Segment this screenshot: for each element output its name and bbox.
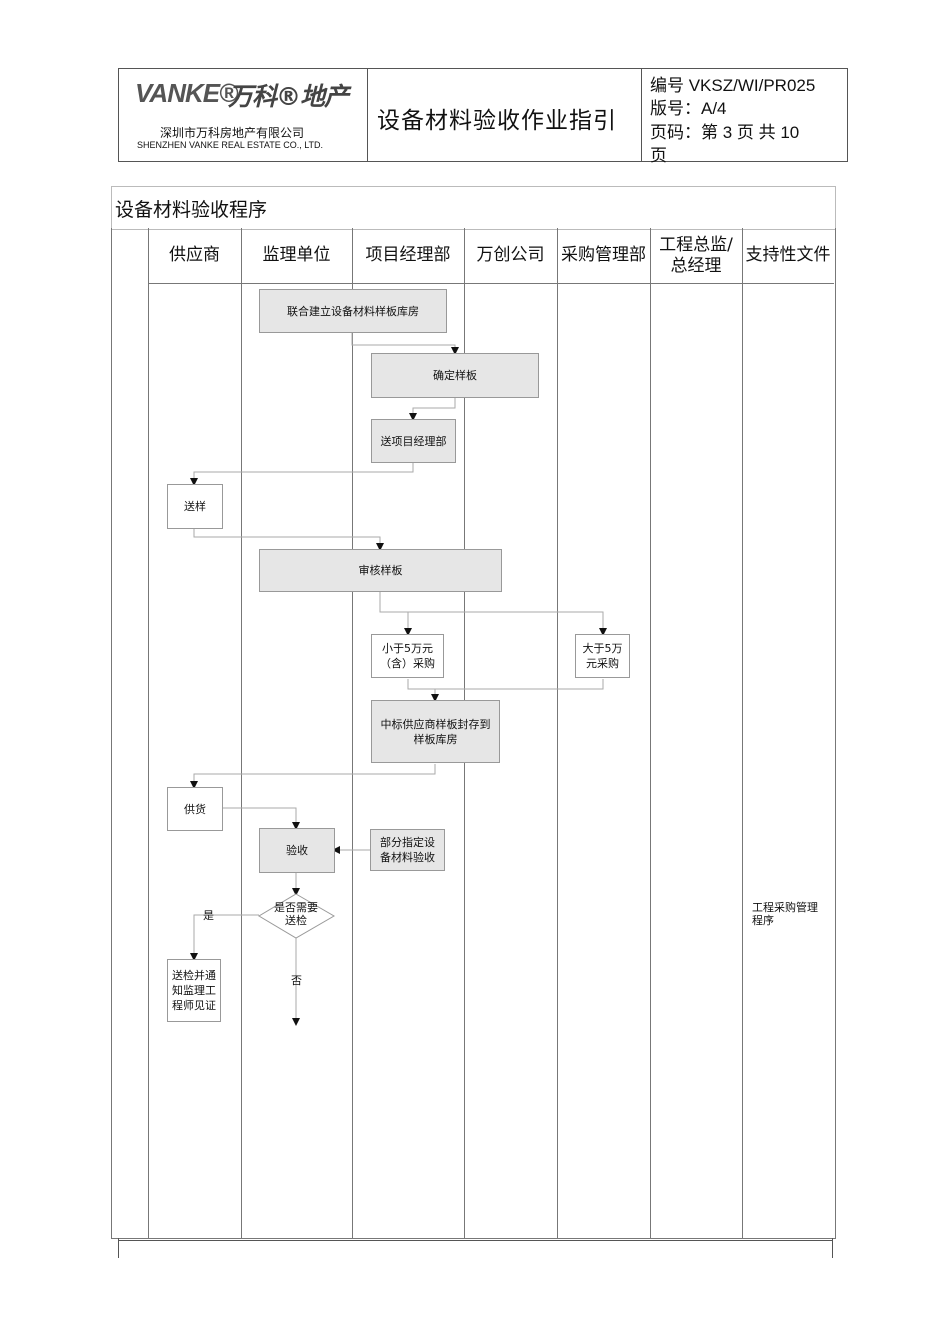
step-purchase-under-50k: 小于5万元（含）采购 — [371, 634, 444, 678]
connector-arrow — [409, 397, 456, 421]
lane-divider — [742, 228, 743, 1238]
section-title: 设备材料验收程序 — [115, 199, 268, 221]
step-acceptance: 验收 — [259, 828, 335, 873]
decision-no-label: 否 — [291, 974, 302, 987]
footer-edge — [832, 1238, 833, 1258]
logo-vanke: VANKE® — [135, 78, 238, 108]
section-title-bar: 设备材料验收程序 — [111, 186, 836, 230]
step-seal-sample: 中标供应商样板封存到样板库房 — [371, 700, 500, 763]
footer-edge — [118, 1238, 119, 1258]
document-title: 设备材料验收作业指引 — [377, 108, 617, 134]
lane-header-director: 工程总监/总经理 — [659, 234, 733, 276]
lane-divider — [148, 228, 149, 1238]
connector-arrow — [435, 679, 604, 690]
lane-header-supervisor: 监理单位 — [262, 245, 331, 265]
step-confirm-sample: 确定样板 — [371, 353, 539, 398]
step-send-inspection: 送检并通知监理工程师见证 — [167, 959, 221, 1022]
step-designated-acceptance: 部分指定设备材料验收 — [370, 829, 445, 871]
swimlane-frame — [111, 228, 836, 1239]
doc-version: 版号：A/4 — [650, 99, 727, 118]
decision-yes-label: 是 — [203, 909, 214, 922]
lane-divider — [557, 228, 558, 1238]
lane-header-project-dept: 项目经理部 — [365, 245, 451, 265]
doc-page-suffix: 页 — [650, 146, 667, 165]
connector-arrow — [190, 462, 414, 486]
company-name-cn: 深圳市万科房地产有限公司 — [160, 126, 305, 140]
doc-code: 编号 VKSZ/WI/PR025 — [650, 76, 816, 95]
lane-header-procurement: 采购管理部 — [561, 245, 646, 265]
connector-arrow — [190, 914, 259, 961]
lane-divider — [352, 228, 353, 1238]
connector-arrow — [222, 807, 300, 830]
step-review-sample: 审核样板 — [259, 549, 502, 592]
lane-divider — [241, 228, 242, 1238]
step-build-sample-room: 联合建立设备材料样板库房 — [259, 289, 447, 333]
step-purchase-over-50k: 大于5万元采购 — [575, 634, 630, 678]
step-supply: 供货 — [167, 787, 223, 831]
header-divider — [641, 68, 642, 161]
connector-arrow — [351, 332, 459, 355]
decision-need-inspection: 是否需要送检 — [274, 901, 318, 927]
step-send-sample: 送样 — [167, 484, 223, 529]
lane-header-rule — [148, 283, 834, 284]
connector-arrow — [407, 679, 439, 702]
lane-header-wanchuang: 万创公司 — [476, 245, 545, 265]
header-frame — [118, 68, 848, 162]
header-divider — [367, 68, 368, 161]
connector-arrow — [190, 764, 436, 789]
lane-divider — [650, 228, 651, 1238]
connector-arrow — [193, 528, 384, 551]
connector-arrow — [380, 611, 607, 636]
doc-page: 页码：第 3 页 共 10 — [650, 123, 800, 142]
support-doc-procurement-procedure: 工程采购管理程序 — [752, 901, 818, 927]
footer-rule — [118, 1240, 833, 1241]
decision-diamond — [258, 893, 335, 939]
step-send-to-project-dept: 送项目经理部 — [371, 419, 456, 463]
lane-header-supplier: 供应商 — [169, 245, 220, 265]
lane-header-support-docs: 支持性文件 — [745, 245, 831, 265]
company-name-en: SHENZHEN VANKE REAL ESTATE CO., LTD. — [137, 140, 324, 150]
logo-vanke-cn: 万科®地产 — [228, 82, 349, 111]
